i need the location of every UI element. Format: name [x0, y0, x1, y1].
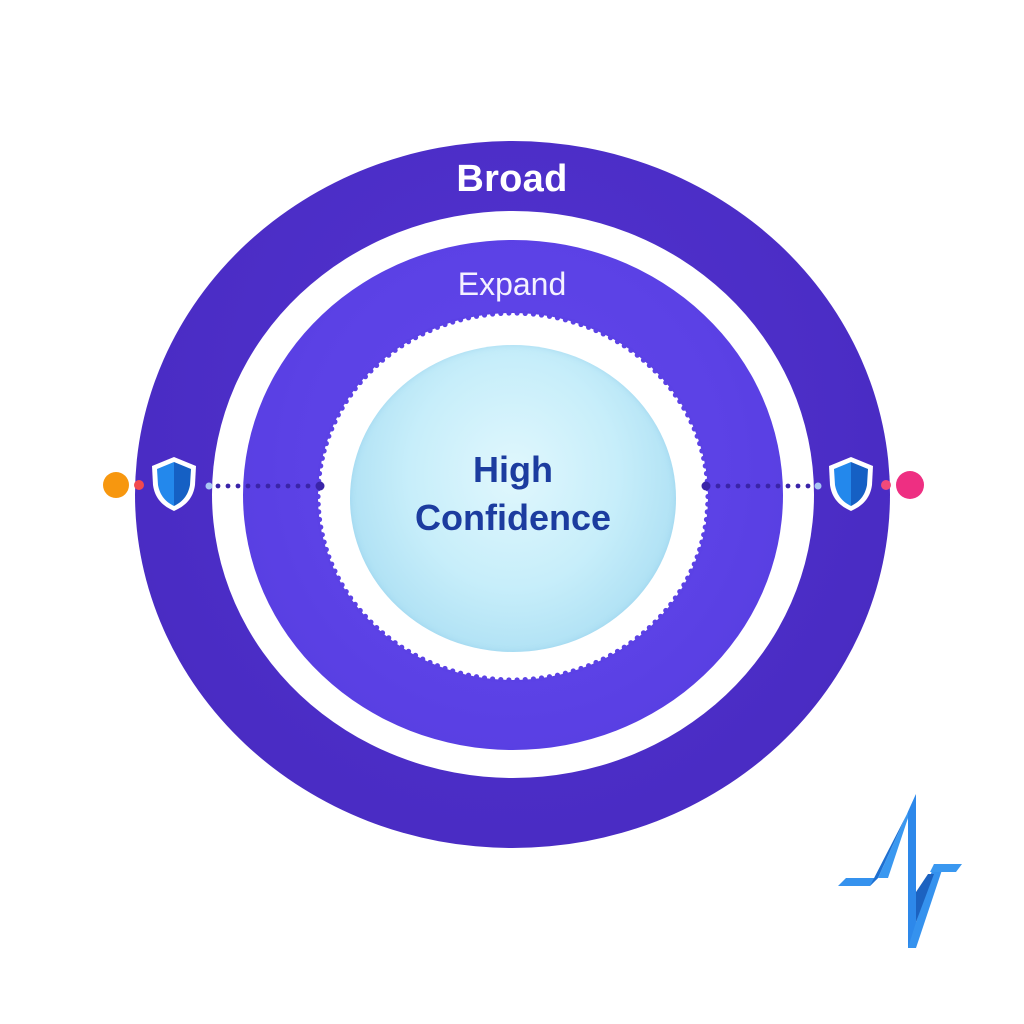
ring-high-confidence [350, 345, 676, 652]
dotted-connector-right [701, 481, 822, 491]
red-dot-icon [881, 480, 891, 490]
pulse-logo-icon [838, 794, 962, 948]
label-core-line1: High [473, 449, 553, 490]
pink-dot-icon [896, 471, 924, 499]
label-expand: Expand [457, 266, 567, 302]
red-dot-icon [134, 480, 144, 490]
orange-dot-icon [103, 472, 129, 498]
label-broad: Broad [456, 158, 568, 200]
label-core-line2: Confidence [414, 497, 611, 538]
shield-icon [152, 457, 196, 511]
dotted-connector-left [205, 481, 325, 491]
label-high-confidence: High Confidence [350, 446, 676, 542]
shield-icon [829, 457, 873, 511]
